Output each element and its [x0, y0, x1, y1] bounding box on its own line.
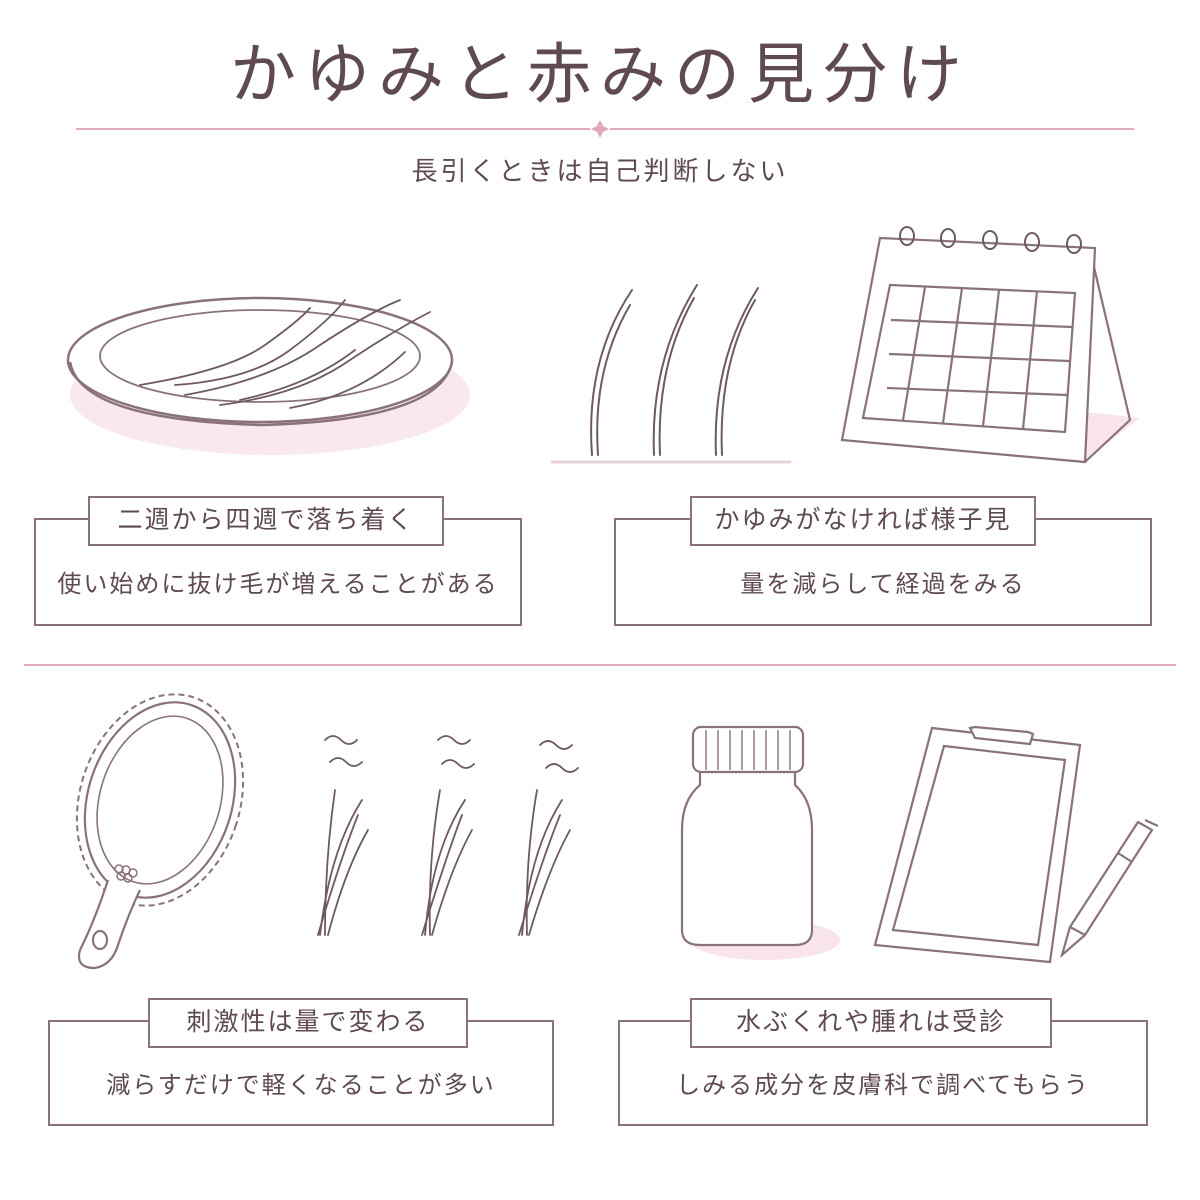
card-1-label: 二週から四週で落ち着く — [88, 496, 444, 546]
page-subtitle: 長引くときは自己判断しない — [411, 157, 789, 187]
page-title: かゆみと赤みの見分け — [230, 36, 970, 113]
card-3-label: 刺激性は量で変わる — [148, 998, 468, 1048]
bottle-icon — [680, 725, 840, 960]
card-3-text: 減らすだけで軽くなることが多い — [106, 1071, 496, 1099]
plate-icon — [66, 296, 470, 455]
diamond-ornament-icon — [590, 119, 610, 139]
card-1-text: 使い始めに抜け毛が増えることがある — [57, 570, 499, 598]
growing-lashes-icon — [550, 284, 792, 464]
card-4-text: しみる成分を皮膚科で調べてもらう — [676, 1071, 1090, 1099]
clipboard-icon — [873, 725, 1082, 964]
wavy-lashes-icon — [317, 735, 579, 936]
calendar-icon — [840, 226, 1140, 464]
hand-mirror-icon — [75, 693, 245, 970]
card-2-text: 量を減らして経過をみる — [740, 570, 1026, 598]
pen-icon — [1059, 819, 1159, 959]
section-divider — [24, 664, 1176, 666]
card-4-label: 水ぶくれや腫れは受診 — [690, 998, 1052, 1048]
lashes-icon — [139, 299, 431, 409]
card-2-label: かゆみがなければ様子見 — [690, 496, 1036, 546]
